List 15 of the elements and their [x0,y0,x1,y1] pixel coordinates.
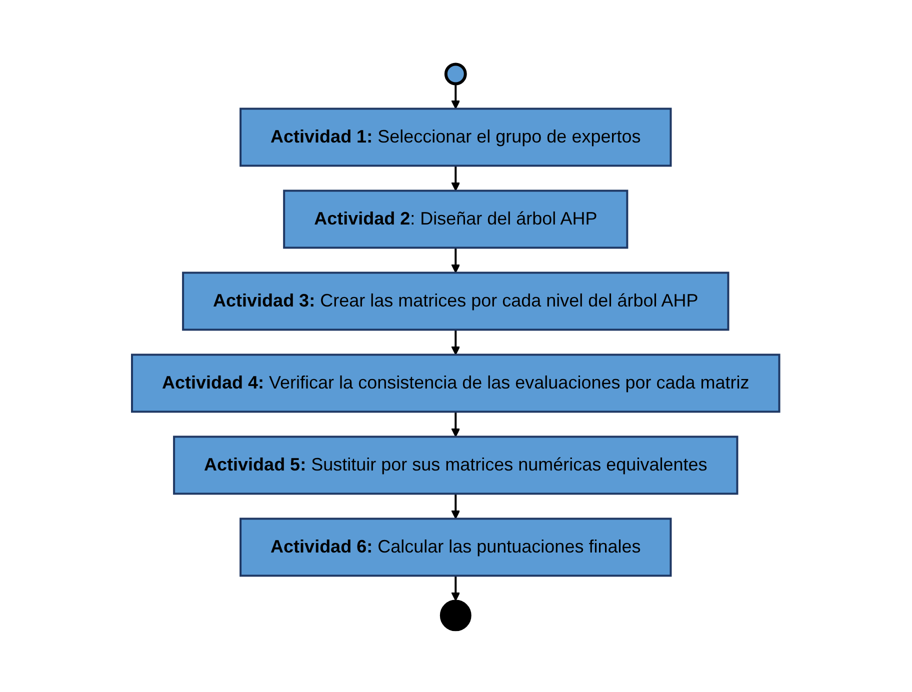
node-box: Actividad 5: Sustituir por sus matrices numéricas equivalentes [173,436,739,495]
node-box: Actividad 3: Crear las matrices por cada nivel del árbol AHP [182,272,730,331]
node-circle [440,600,472,632]
arrow [452,576,460,602]
arrow [452,494,460,520]
node-box: Actividad 2: Diseñar del árbol AHP [283,190,629,249]
arrow [452,166,460,192]
node-box: Actividad 6: Calcular las puntuaciones finales [240,518,672,577]
arrow [452,84,460,110]
node-box: Actividad 1: Seleccionar el grupo de expertos [240,108,672,167]
arrow [452,412,460,438]
arrow [452,248,460,274]
arrow [452,330,460,356]
node-circle [444,62,468,86]
node-box: Actividad 4: Verificar la consistencia de las evaluaciones por cada matriz [131,354,781,413]
